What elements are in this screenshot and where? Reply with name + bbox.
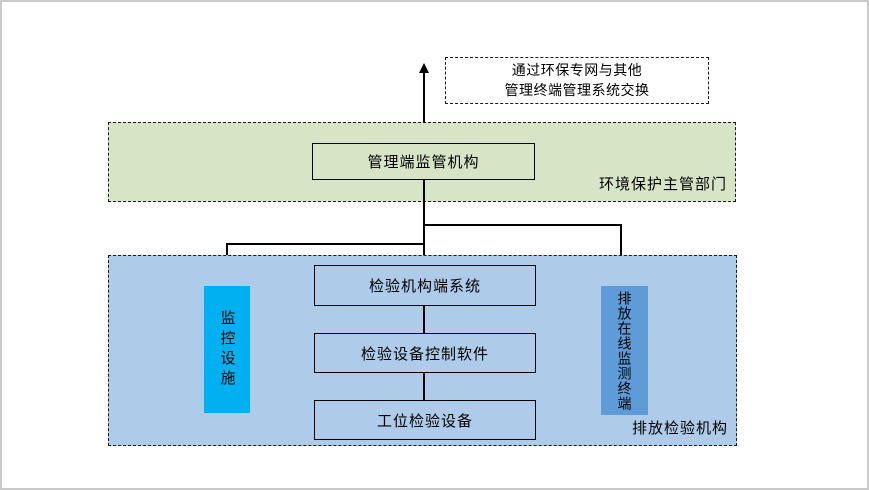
emission-region-label: 排放检验机构 — [631, 420, 728, 437]
inspection-org-system-box: 检验机构端系统 — [314, 265, 536, 306]
equipment-control-software-label: 检验设备控制软件 — [360, 345, 489, 363]
left-branch-h-line — [226, 243, 425, 245]
arrow-shaft-line — [423, 71, 425, 143]
monitoring-facility-label: 监控设施 — [218, 309, 236, 390]
equipment-control-software-box: 检验设备控制软件 — [314, 333, 536, 373]
monitoring-facility-box: 监控设施 — [204, 286, 250, 413]
management-supervision-box: 管理端监管机构 — [312, 143, 535, 180]
external-exchange-note-line2: 管理终端管理系统交换 — [504, 81, 650, 98]
external-exchange-note-line1: 通过环保专网与其他 — [511, 61, 643, 78]
software-to-equipment-line — [423, 373, 425, 400]
external-exchange-note: 通过环保专网与其他 管理终端管理系统交换 — [445, 57, 709, 104]
online-monitoring-terminal-box: 排放在线监测终端 — [601, 286, 648, 415]
system-to-software-line — [423, 306, 425, 333]
env-protection-region: 环境保护主管部门 — [108, 122, 736, 202]
env-region-label: 环境保护主管部门 — [598, 176, 727, 193]
management-supervision-label: 管理端监管机构 — [367, 154, 480, 171]
station-inspection-equipment-box: 工位检验设备 — [314, 400, 536, 440]
station-inspection-equipment-label: 工位检验设备 — [376, 412, 473, 430]
inspection-org-system-label: 检验机构端系统 — [368, 278, 481, 295]
mgmt-to-system-line — [423, 180, 425, 266]
up-arrowhead — [419, 63, 429, 73]
online-monitoring-terminal-label: 排放在线监测终端 — [616, 290, 633, 411]
right-branch-h-line — [423, 224, 622, 226]
